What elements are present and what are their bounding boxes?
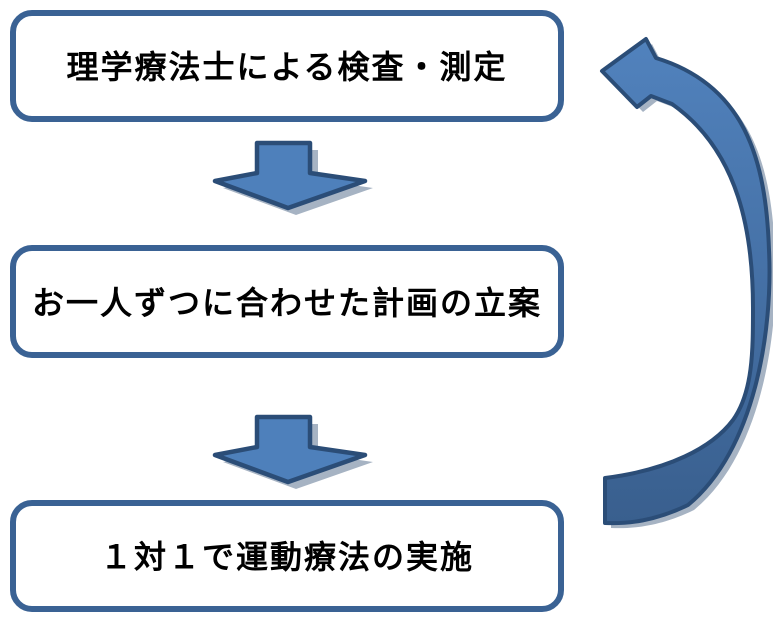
step-box-exercise: １対１で運動療法の実施 (10, 500, 564, 612)
step-label: １対１で運動療法の実施 (99, 538, 474, 576)
down-arrow-2-icon (215, 417, 365, 482)
down-arrow-2-shadow (223, 424, 373, 489)
step-label: 理学療法士による検査・測定 (66, 48, 508, 86)
down-arrow-1-icon (215, 143, 365, 208)
down-arrow-1-shadow (223, 150, 373, 215)
loop-arrow-shadow (608, 44, 773, 529)
loop-arrow-icon (600, 37, 772, 526)
step-label: お一人ずつに合わせた計画の立案 (31, 283, 542, 322)
step-box-assessment: 理学療法士による検査・測定 (10, 10, 564, 122)
step-box-planning: お一人ずつに合わせた計画の立案 (10, 245, 564, 358)
